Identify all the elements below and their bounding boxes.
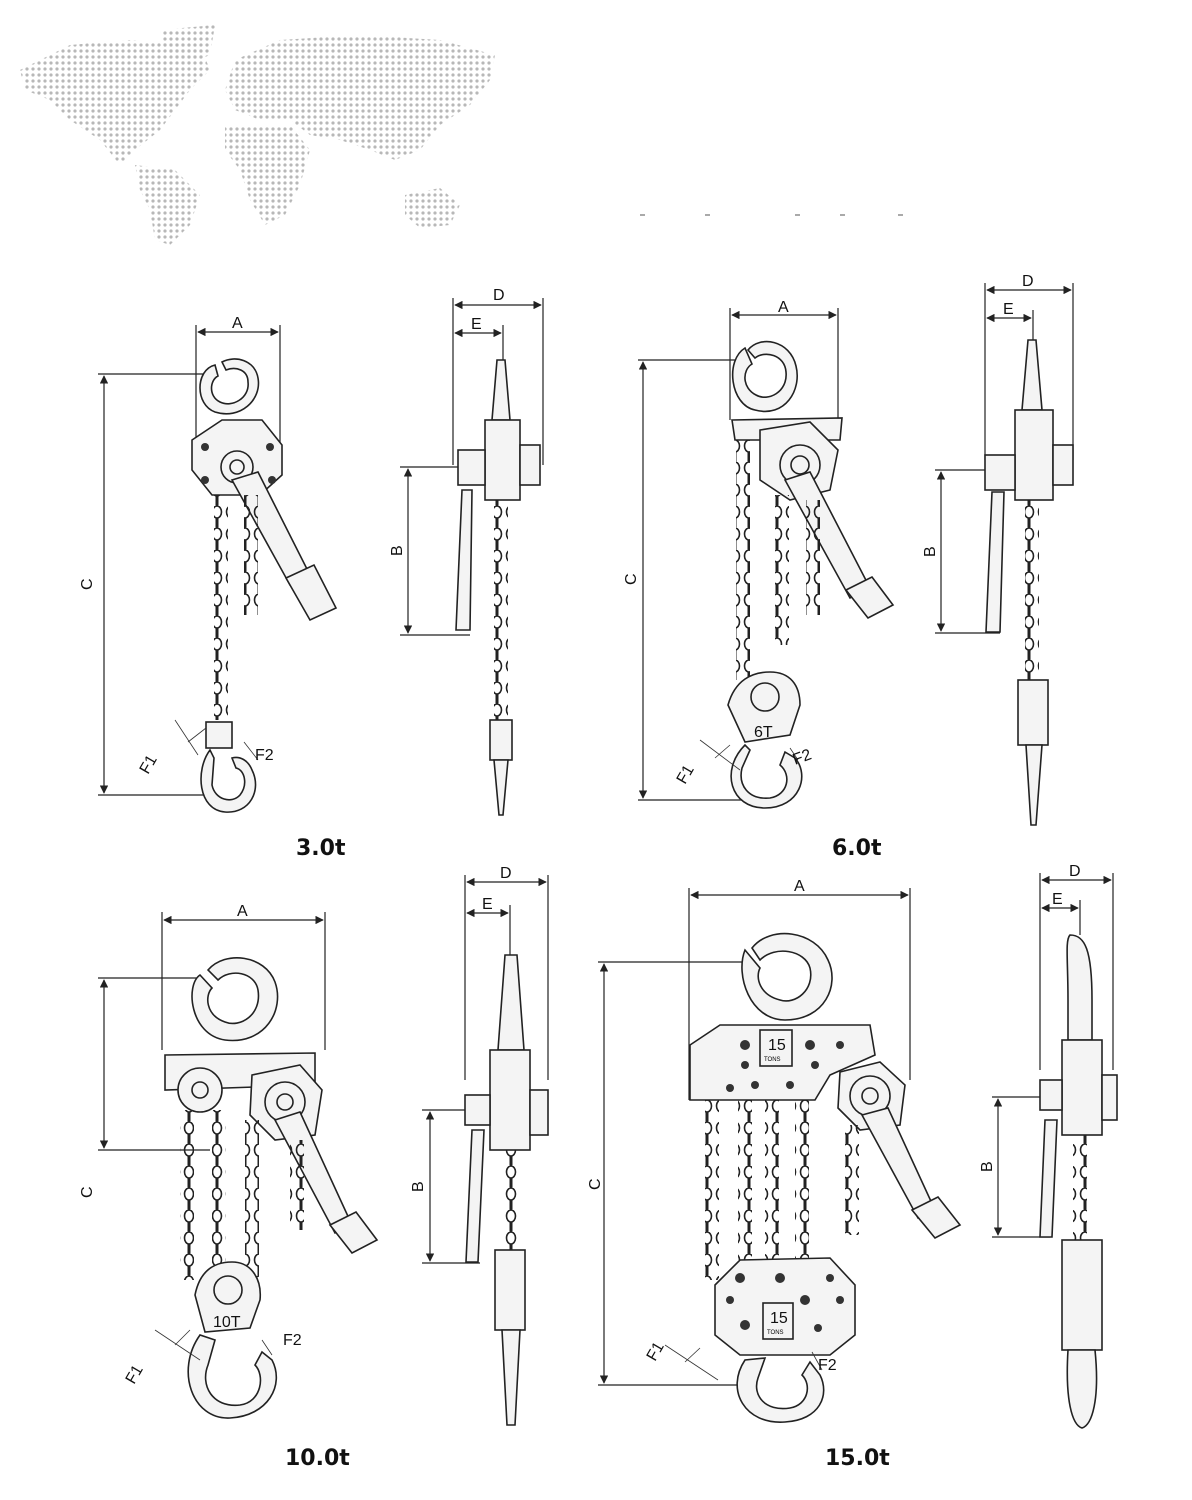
map-dash-line bbox=[640, 214, 903, 216]
label-f2-10t: F2 bbox=[283, 1332, 302, 1349]
hoist-10t-side bbox=[422, 875, 549, 1426]
label-a-6t: A bbox=[778, 299, 789, 316]
caption-6t: 6.0t bbox=[832, 836, 882, 861]
label-d-6t: D bbox=[1022, 273, 1034, 290]
label-f2-6t: F2 bbox=[791, 746, 814, 768]
label-f1-15t: F1 bbox=[644, 1339, 668, 1364]
label-e-3t: E bbox=[471, 316, 482, 333]
label-a-3t: A bbox=[232, 315, 243, 332]
label-d-15t: D bbox=[1069, 863, 1081, 880]
label-b-15t: B bbox=[979, 1161, 996, 1172]
label-f2-15t: F2 bbox=[818, 1357, 837, 1374]
hoist-15t-front: 15 TONS 15 TONS bbox=[598, 888, 962, 1423]
label-d-3t: D bbox=[493, 287, 505, 304]
hoist-6t-side bbox=[935, 283, 1074, 826]
hoist-10t-front: 10T bbox=[98, 912, 379, 1419]
capacity-tag-6t: 6T bbox=[754, 724, 773, 741]
label-b-10t: B bbox=[410, 1181, 427, 1192]
label-f1-3t: F1 bbox=[137, 752, 161, 777]
label-e-10t: E bbox=[482, 896, 493, 913]
tons-tag-top: TONS bbox=[764, 1057, 781, 1063]
capacity-tag-10t: 10T bbox=[213, 1314, 241, 1331]
hoist-3t-side bbox=[400, 298, 544, 816]
label-e-6t: E bbox=[1003, 301, 1014, 318]
hoist-15t-side bbox=[992, 873, 1118, 1429]
label-c-15t: C bbox=[587, 1178, 604, 1190]
label-e-15t: E bbox=[1052, 891, 1063, 908]
caption-3t: 3.0t bbox=[296, 836, 346, 861]
label-f2-3t: F2 bbox=[255, 747, 274, 764]
world-map-graphic bbox=[20, 25, 495, 245]
hoist-3t-front bbox=[98, 325, 338, 813]
label-f1-6t: F1 bbox=[674, 762, 698, 787]
capacity-tag-15t-bottom: 15 bbox=[770, 1310, 788, 1327]
label-a-15t: A bbox=[794, 878, 805, 895]
label-c-6t: C bbox=[623, 573, 640, 585]
label-c-3t: C bbox=[79, 578, 96, 590]
label-b-6t: B bbox=[922, 546, 939, 557]
label-a-10t: A bbox=[237, 903, 248, 920]
label-b-3t: B bbox=[389, 545, 406, 556]
label-f1-10t: F1 bbox=[123, 1362, 147, 1387]
tons-tag-bottom: TONS bbox=[767, 1330, 784, 1336]
label-d-10t: D bbox=[500, 865, 512, 882]
hoist-6t-front: 6T bbox=[638, 308, 895, 809]
label-c-10t: C bbox=[79, 1186, 96, 1198]
capacity-tag-15t-top: 15 bbox=[768, 1037, 786, 1054]
caption-15t: 15.0t bbox=[825, 1446, 890, 1471]
caption-10t: 10.0t bbox=[285, 1446, 350, 1471]
